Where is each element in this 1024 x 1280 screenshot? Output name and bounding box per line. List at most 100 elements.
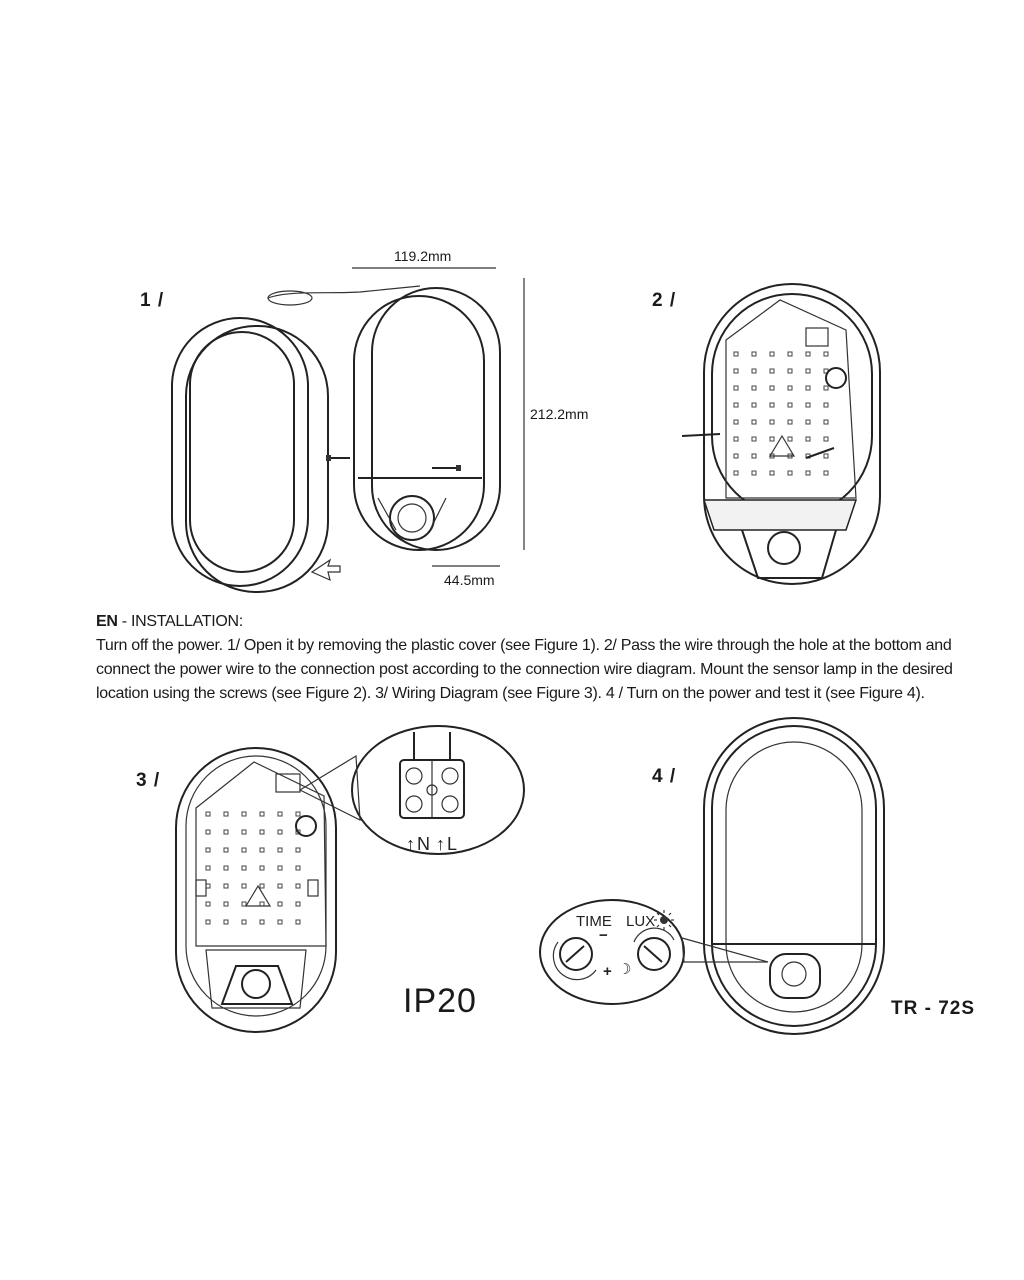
sensor-lens xyxy=(397,503,427,533)
board-component xyxy=(277,865,283,871)
board-component xyxy=(787,470,793,476)
board-component xyxy=(805,419,811,425)
wiring-callout xyxy=(351,725,525,855)
board-component xyxy=(769,470,775,476)
board-component xyxy=(769,436,775,442)
board-component xyxy=(241,829,247,835)
circuit-board xyxy=(195,761,327,947)
width-dimension: 119.2mm xyxy=(394,248,452,264)
board-component xyxy=(295,865,301,871)
live-arrow: ↑ xyxy=(436,834,445,854)
board-component xyxy=(787,419,793,425)
board-component xyxy=(805,402,811,408)
lux-label: LUX xyxy=(626,913,655,930)
board-component xyxy=(295,811,301,817)
terminal-block xyxy=(275,773,301,793)
board-component xyxy=(241,883,247,889)
time-label: TIME xyxy=(576,913,612,930)
board-component xyxy=(295,883,301,889)
depth-dimension: 44.5mm xyxy=(444,572,495,588)
time-dial[interactable] xyxy=(559,937,593,971)
board-component xyxy=(223,883,229,889)
board-component xyxy=(295,919,301,925)
board-component xyxy=(241,919,247,925)
board-component xyxy=(805,436,811,442)
board-component xyxy=(205,847,211,853)
lux-dial[interactable] xyxy=(637,937,671,971)
board-component xyxy=(295,829,301,835)
figure-1-exploded-view xyxy=(171,267,525,593)
board-component xyxy=(733,385,739,391)
instructions-body: Turn off the power. 1/ Open it by removi… xyxy=(96,637,953,702)
board-component xyxy=(223,919,229,925)
base-inner xyxy=(185,755,327,1017)
figure-1-label: 1 / xyxy=(140,290,165,311)
sensor-cowl xyxy=(220,965,294,1005)
lamp-frame xyxy=(711,725,877,1027)
light-sensor xyxy=(295,815,317,837)
board-component xyxy=(805,470,811,476)
installation-instructions: EN - INSTALLATION: Turn off the power. 1… xyxy=(96,610,956,706)
board-component xyxy=(223,865,229,871)
board-component xyxy=(733,368,739,374)
lamp-outer xyxy=(703,717,885,1035)
live-label: L xyxy=(447,834,457,854)
board-component xyxy=(277,829,283,835)
board-component xyxy=(205,901,211,907)
board-component xyxy=(787,385,793,391)
board-component xyxy=(823,419,829,425)
model-number: TR - 72S xyxy=(891,998,976,1019)
wire-plug xyxy=(267,290,313,306)
board-component xyxy=(205,883,211,889)
board-component xyxy=(733,351,739,357)
board-component xyxy=(787,402,793,408)
board-component xyxy=(769,368,775,374)
board-component xyxy=(277,919,283,925)
height-dimension: 212.2mm xyxy=(530,406,589,422)
time-plus-label: + xyxy=(603,963,612,980)
board-component xyxy=(823,385,829,391)
lux-range-arc xyxy=(633,927,675,943)
terminal-screw xyxy=(405,795,423,813)
board-component xyxy=(769,419,775,425)
neutral-arrow: ↑ xyxy=(406,834,415,854)
board-component xyxy=(259,847,265,853)
power-wire xyxy=(267,285,421,299)
board-component xyxy=(223,829,229,835)
board-component xyxy=(223,847,229,853)
board-component xyxy=(223,901,229,907)
time-range-arc xyxy=(552,941,597,981)
sensor-window xyxy=(769,953,821,999)
board-component xyxy=(751,453,757,459)
terminal-block xyxy=(805,327,829,347)
terminal-screw xyxy=(441,767,459,785)
base-front xyxy=(353,295,485,551)
screw-right xyxy=(805,447,835,459)
board-component xyxy=(751,436,757,442)
base-outer xyxy=(703,283,881,585)
cover-inner-opening xyxy=(189,331,295,573)
instructions-heading: EN - INSTALLATION: xyxy=(96,610,956,634)
board-component xyxy=(277,811,283,817)
board-component xyxy=(205,811,211,817)
board-component xyxy=(205,919,211,925)
board-component xyxy=(787,351,793,357)
board-component xyxy=(277,847,283,853)
board-component xyxy=(259,883,265,889)
sun-icon xyxy=(654,910,674,930)
board-component xyxy=(733,402,739,408)
cover-outer-ring xyxy=(171,317,309,587)
board-component xyxy=(205,865,211,871)
board-component xyxy=(751,368,757,374)
board-component xyxy=(823,351,829,357)
ip-rating: IP20 xyxy=(403,982,477,1020)
board-component xyxy=(259,865,265,871)
terminal-screw xyxy=(441,795,459,813)
board-component xyxy=(823,402,829,408)
cover-depth xyxy=(185,325,329,593)
board-component-grid xyxy=(205,811,301,925)
board-component xyxy=(223,811,229,817)
figure-3-label: 3 / xyxy=(136,770,161,791)
board-component xyxy=(769,402,775,408)
board-component xyxy=(751,419,757,425)
